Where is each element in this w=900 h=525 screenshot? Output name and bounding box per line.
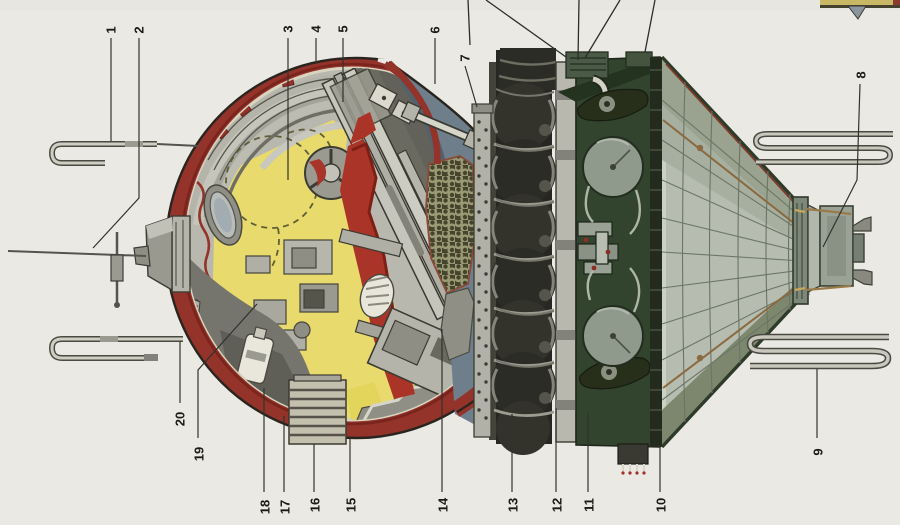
svg-text:13: 13 [506,498,521,512]
svg-text:6: 6 [428,26,443,33]
svg-text:11: 11 [582,498,597,512]
svg-text:19: 19 [192,447,207,461]
svg-text:17: 17 [278,500,293,514]
svg-text:4: 4 [309,25,324,33]
svg-text:7: 7 [458,54,473,61]
svg-text:8: 8 [854,71,869,78]
svg-text:14: 14 [436,497,451,512]
svg-text:10: 10 [654,498,669,512]
svg-text:20: 20 [173,412,188,426]
svg-text:2: 2 [132,26,147,33]
svg-text:9: 9 [811,448,826,455]
svg-text:3: 3 [281,25,296,32]
svg-text:5: 5 [336,25,351,32]
svg-text:12: 12 [550,498,565,512]
svg-text:16: 16 [308,498,323,512]
svg-text:18: 18 [258,500,273,514]
svg-text:15: 15 [344,498,359,512]
svg-text:1: 1 [104,26,119,33]
